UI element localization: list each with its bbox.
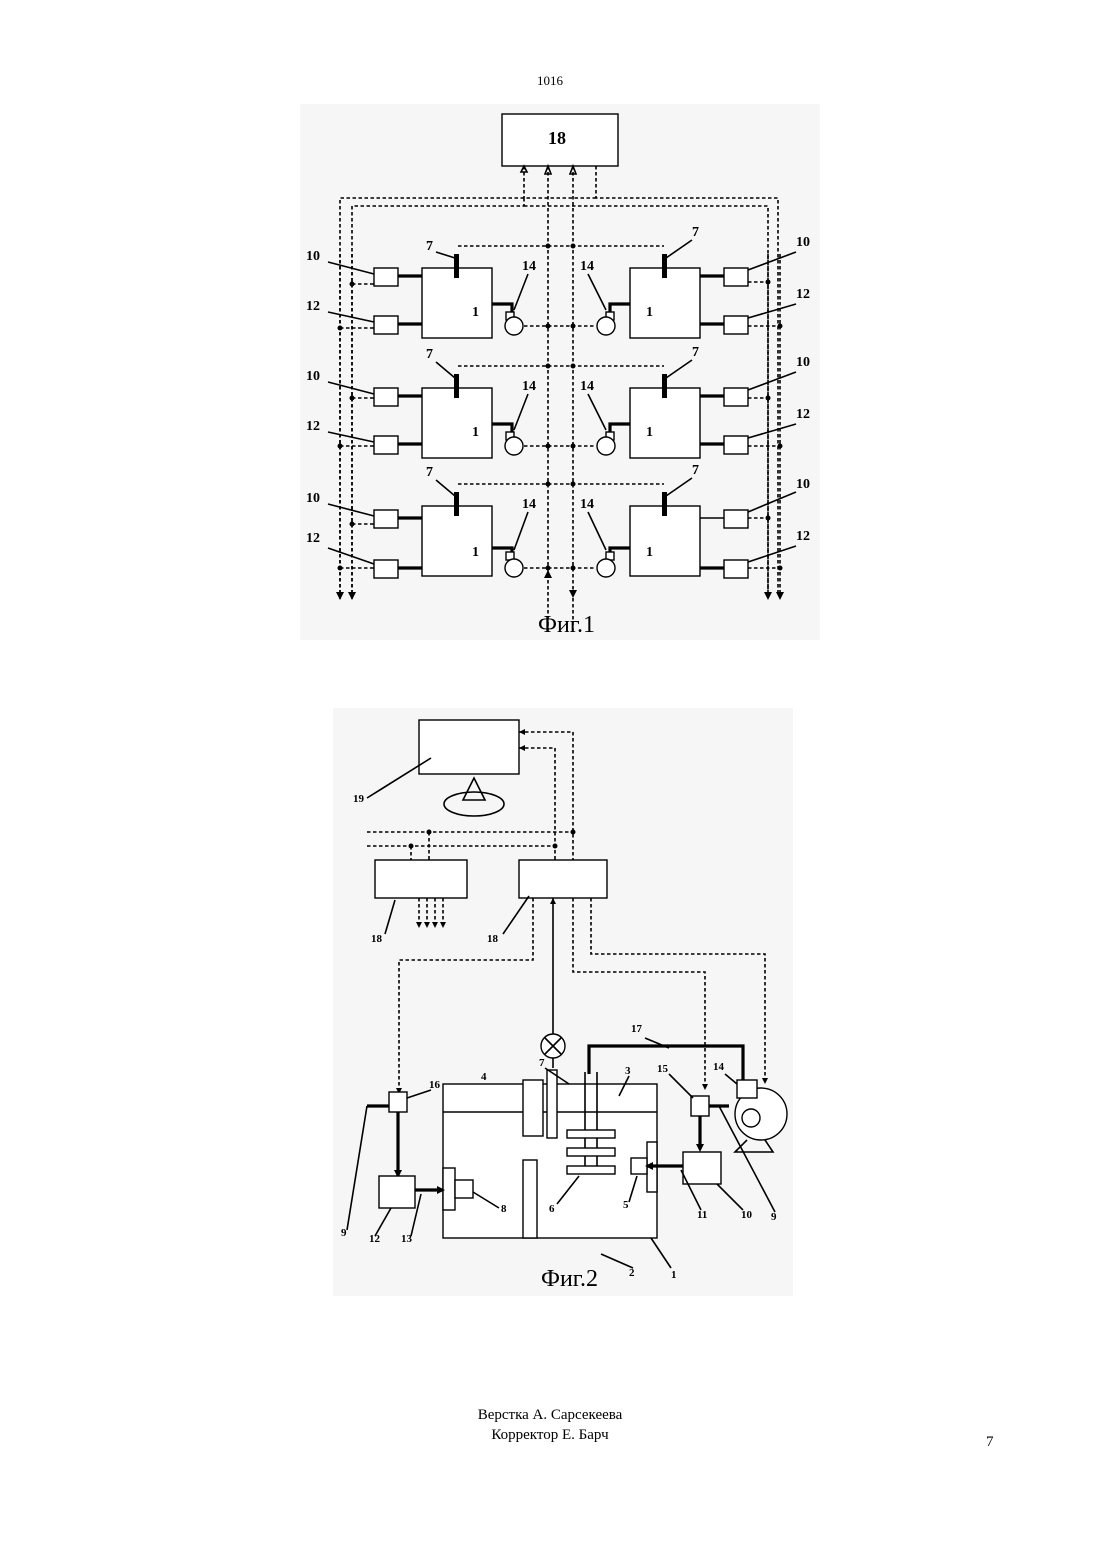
- figure-label: 7: [426, 347, 433, 362]
- figure-label: 10: [306, 491, 320, 506]
- figure-label: 2: [629, 1267, 635, 1279]
- figure-label: 4: [481, 1071, 487, 1083]
- figure-label: 12: [369, 1233, 381, 1245]
- figure-label: 12: [796, 529, 810, 544]
- row-3: 1 7 14 1 7 14 10 12 10: [306, 463, 810, 578]
- figure-label: 7: [426, 465, 433, 480]
- page-number: 7: [986, 1434, 994, 1451]
- figure-label: 17: [631, 1023, 643, 1035]
- row-1: 1 7 14 1 7 14 10 12: [306, 225, 810, 338]
- figure-label: 9: [771, 1211, 777, 1223]
- figure-label: 1: [646, 425, 653, 440]
- proof-credit: Корректор Е. Барч: [0, 1425, 1100, 1445]
- figure-1: 18 1 7 14 1 7: [300, 104, 820, 640]
- figure-label: 5: [623, 1199, 629, 1211]
- figure-label: 7: [692, 345, 699, 360]
- figure-label: 3: [625, 1065, 631, 1077]
- figure-label: 7: [692, 463, 699, 478]
- figure-label: 10: [306, 249, 320, 264]
- figure-label: 12: [796, 287, 810, 302]
- figure-1-drawing: 18 1 7 14 1 7: [300, 104, 820, 640]
- figure-label: 10: [796, 355, 810, 370]
- figure-label: 12: [306, 419, 320, 434]
- figure-label: 1: [472, 425, 479, 440]
- figure-label: 6: [549, 1203, 555, 1215]
- figure-label: 12: [796, 407, 810, 422]
- figure-label: 16: [429, 1079, 441, 1091]
- figure-label: 14: [580, 497, 594, 512]
- figure-label: 7: [539, 1057, 545, 1069]
- figure-label: 10: [306, 369, 320, 384]
- figure-label: 1: [646, 545, 653, 560]
- layout-credit: Верстка А. Сарсекеева: [0, 1405, 1100, 1425]
- figure-2-caption: Фиг.2: [541, 1266, 598, 1292]
- figure-label: 10: [796, 477, 810, 492]
- figure-label: 10: [796, 235, 810, 250]
- figure-label: 11: [697, 1209, 707, 1221]
- figure-label: 12: [306, 299, 320, 314]
- figure-label: 19: [353, 793, 365, 805]
- figure-2-drawing: 19 18 18 17: [333, 708, 793, 1296]
- figure-label: 15: [657, 1063, 669, 1075]
- credits: Верстка А. Сарсекеева Корректор Е. Барч: [0, 1405, 1100, 1445]
- figure-1-caption: Фиг.1: [538, 612, 595, 638]
- figure-label: 12: [306, 531, 320, 546]
- figure-label: 18: [371, 933, 383, 945]
- figure-label: 14: [580, 379, 594, 394]
- figure-label: 7: [692, 225, 699, 240]
- page-reference: 1016: [0, 73, 1100, 89]
- figure-label: 10: [741, 1209, 753, 1221]
- figure-label: 8: [501, 1203, 507, 1215]
- figure-label: 7: [426, 239, 433, 254]
- figure-label: 1: [646, 305, 653, 320]
- monitor-19: [419, 720, 519, 774]
- figure-label: 1: [671, 1269, 677, 1281]
- figure-label: 14: [580, 259, 594, 274]
- figure-label: 1: [472, 305, 479, 320]
- figure-label: 14: [522, 497, 536, 512]
- figure-label: 14: [522, 259, 536, 274]
- row-2: 1 7 14 1 7 14 10 12 10: [306, 345, 810, 458]
- figure-label: 9: [341, 1227, 347, 1239]
- figure-2: 19 18 18 17: [333, 708, 793, 1296]
- figure-label: 14: [522, 379, 536, 394]
- figure-label: 18: [487, 933, 499, 945]
- label-controller: 18: [548, 128, 566, 148]
- figure-label: 14: [713, 1061, 725, 1073]
- figure-label: 1: [472, 545, 479, 560]
